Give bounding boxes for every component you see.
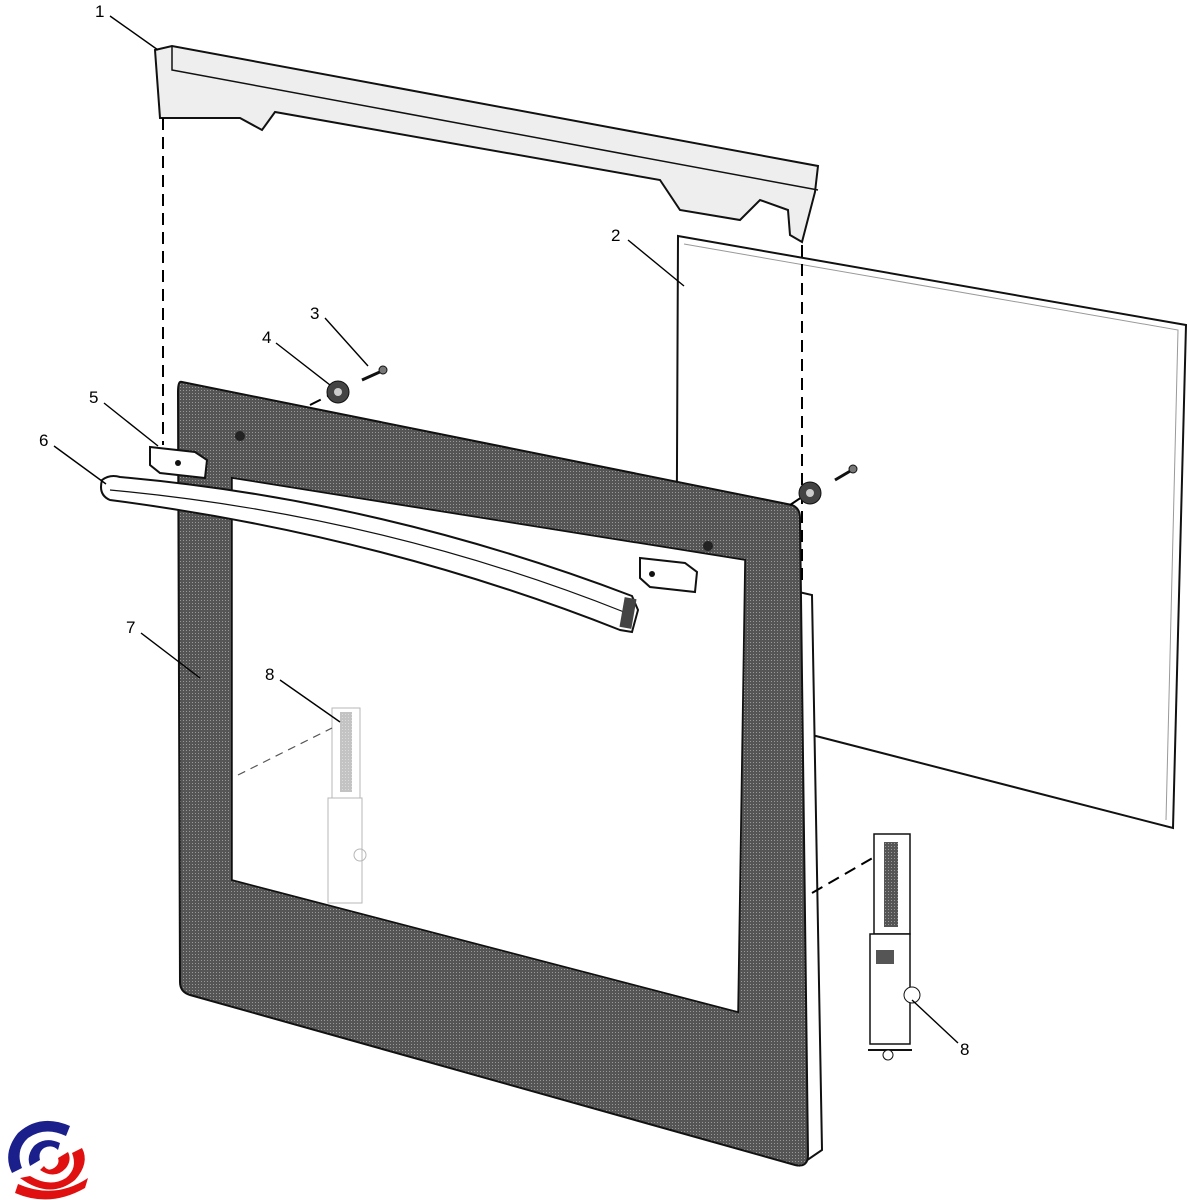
leader-7 [140,632,201,679]
callout-2: 2 [611,226,620,245]
assembly-line-screw [309,394,331,406]
door-hinge-right [868,833,921,1061]
callout-7: 7 [126,618,135,637]
door-hinge-left [327,707,367,904]
screw [361,365,388,382]
assembly-line-hinge-right [811,855,877,894]
brand-logo [8,1120,88,1200]
callout-8: 8 [960,1040,969,1059]
callout-6: 6 [39,431,48,450]
assembly-line-hinge-left [237,727,333,776]
door-handle [100,475,640,634]
leader-8b [911,999,959,1044]
leader-1 [109,15,159,51]
top-trim [153,44,820,244]
callout-4: 4 [262,328,271,347]
leader-6 [53,445,107,485]
washer [326,380,350,404]
leader-8a [279,679,341,723]
handle-bracket [149,431,245,480]
callout-8: 8 [265,665,274,684]
assembly-line-screw-right [789,496,803,506]
callout-5: 5 [89,388,98,407]
leader-3 [324,317,369,367]
callout-3: 3 [310,304,319,323]
handle-bracket [639,541,713,594]
leader-5 [103,402,159,447]
screw [834,464,858,482]
washer [798,481,822,505]
callout-1: 1 [95,2,104,21]
leader-2 [627,239,685,287]
leader-4 [275,342,331,386]
